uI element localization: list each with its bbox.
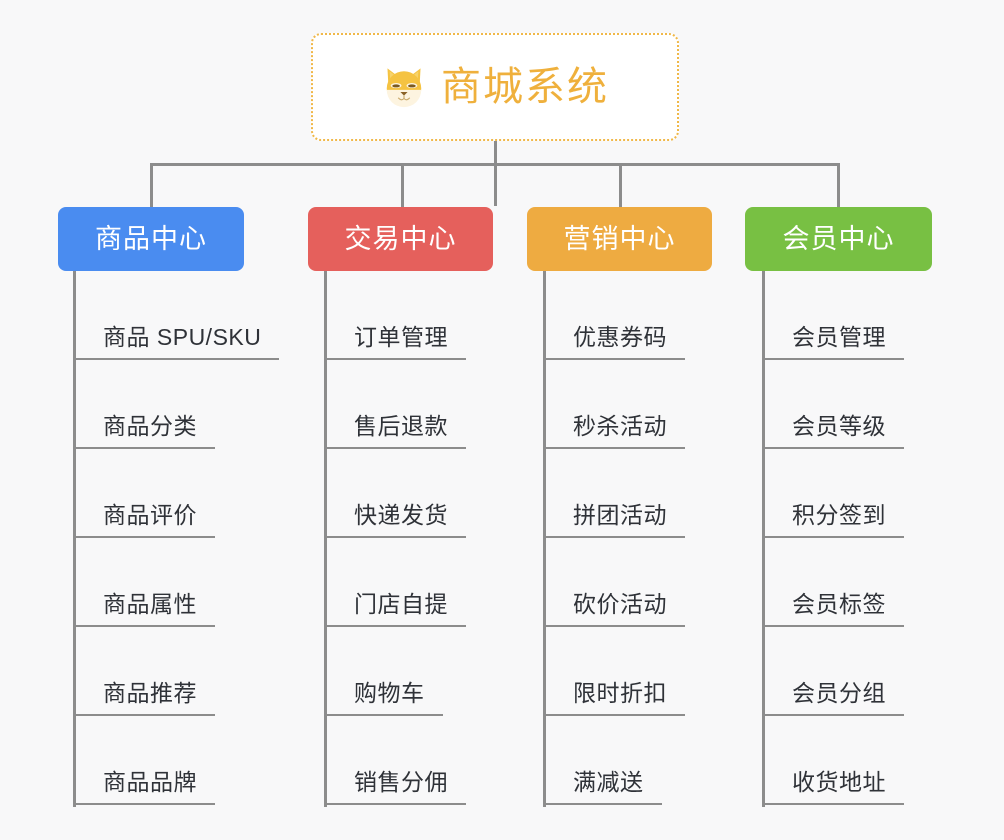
list-item[interactable]: 会员管理 <box>762 271 904 360</box>
list-item[interactable]: 售后退款 <box>324 360 466 449</box>
leaf-list: 优惠券码 秒杀活动 拼团活动 砍价活动 限时折扣 满减送 <box>543 271 685 805</box>
list-item[interactable]: 购物车 <box>324 627 466 716</box>
category-label: 会员中心 <box>782 223 895 254</box>
list-item[interactable]: 门店自提 <box>324 538 466 627</box>
leaf-label: 限时折扣 <box>573 680 667 707</box>
leaf-label: 砍价活动 <box>573 591 667 618</box>
leaf-label: 秒杀活动 <box>573 413 667 440</box>
leaf-list: 订单管理 售后退款 快递发货 门店自提 购物车 销售分佣 <box>324 271 466 805</box>
shiba-dog-face-icon <box>381 64 427 110</box>
leaf-label: 会员管理 <box>792 324 886 351</box>
leaf-label: 购物车 <box>354 680 425 707</box>
drop-connector-3 <box>619 163 622 208</box>
drop-connector-4 <box>837 163 840 208</box>
list-item[interactable]: 满减送 <box>543 716 685 805</box>
leaf-label: 会员标签 <box>792 591 886 618</box>
leaf-list: 会员管理 会员等级 积分签到 会员标签 会员分组 收货地址 <box>762 271 904 805</box>
list-item[interactable]: 优惠券码 <box>543 271 685 360</box>
column-spine <box>762 271 765 807</box>
category-label: 营销中心 <box>563 223 676 254</box>
list-item[interactable]: 销售分佣 <box>324 716 466 805</box>
list-item[interactable]: 会员标签 <box>762 538 904 627</box>
leaf-label: 拼团活动 <box>573 502 667 529</box>
category-box-marketing[interactable]: 营销中心 <box>527 207 712 271</box>
drop-connector-1 <box>150 163 153 208</box>
list-item[interactable]: 砍价活动 <box>543 538 685 627</box>
category-box-trade[interactable]: 交易中心 <box>308 207 493 271</box>
list-item[interactable]: 会员分组 <box>762 627 904 716</box>
list-item[interactable]: 商品评价 <box>73 449 279 538</box>
drop-connector-2 <box>401 163 404 208</box>
list-item[interactable]: 秒杀活动 <box>543 360 685 449</box>
leaf-label: 收货地址 <box>792 769 886 796</box>
leaf-label: 会员等级 <box>792 413 886 440</box>
leaf-label: 商品分类 <box>103 413 197 440</box>
category-box-product[interactable]: 商品中心 <box>58 207 244 271</box>
list-item[interactable]: 快递发货 <box>324 449 466 538</box>
list-item[interactable]: 拼团活动 <box>543 449 685 538</box>
leaf-label: 满减送 <box>573 769 644 796</box>
leaf-label: 优惠券码 <box>573 324 667 351</box>
leaf-label: 商品属性 <box>103 591 197 618</box>
leaf-label: 门店自提 <box>354 591 448 618</box>
leaf-label: 售后退款 <box>354 413 448 440</box>
list-item[interactable]: 积分签到 <box>762 449 904 538</box>
list-item[interactable]: 限时折扣 <box>543 627 685 716</box>
leaf-label: 商品推荐 <box>103 680 197 707</box>
list-item[interactable]: 商品推荐 <box>73 627 279 716</box>
bus-bar-connector <box>151 163 839 166</box>
list-item[interactable]: 会员等级 <box>762 360 904 449</box>
list-item[interactable]: 商品品牌 <box>73 716 279 805</box>
leaf-label: 商品品牌 <box>103 769 197 796</box>
category-label: 交易中心 <box>344 223 457 254</box>
root-stem-connector <box>494 141 497 206</box>
leaf-label: 订单管理 <box>354 324 448 351</box>
root-node[interactable]: 商城系统 <box>311 33 679 141</box>
leaf-label: 销售分佣 <box>354 769 448 796</box>
list-item[interactable]: 商品分类 <box>73 360 279 449</box>
list-item[interactable]: 收货地址 <box>762 716 904 805</box>
leaf-label: 快递发货 <box>354 502 448 529</box>
root-title: 商城系统 <box>441 65 609 109</box>
list-item[interactable]: 商品 SPU/SKU <box>73 271 280 360</box>
leaf-label: 积分签到 <box>792 502 886 529</box>
list-item[interactable]: 订单管理 <box>324 271 466 360</box>
leaf-label: 商品 SPU/SKU <box>103 324 262 351</box>
leaf-label: 会员分组 <box>792 680 886 707</box>
column-spine <box>73 271 76 807</box>
list-item[interactable]: 商品属性 <box>73 538 279 627</box>
category-box-member[interactable]: 会员中心 <box>745 207 932 271</box>
category-label: 商品中心 <box>95 223 207 254</box>
column-spine <box>324 271 327 807</box>
column-spine <box>543 271 546 807</box>
leaf-label: 商品评价 <box>103 502 197 529</box>
leaf-list: 商品 SPU/SKU 商品分类 商品评价 商品属性 商品推荐 商品品牌 <box>73 271 280 805</box>
